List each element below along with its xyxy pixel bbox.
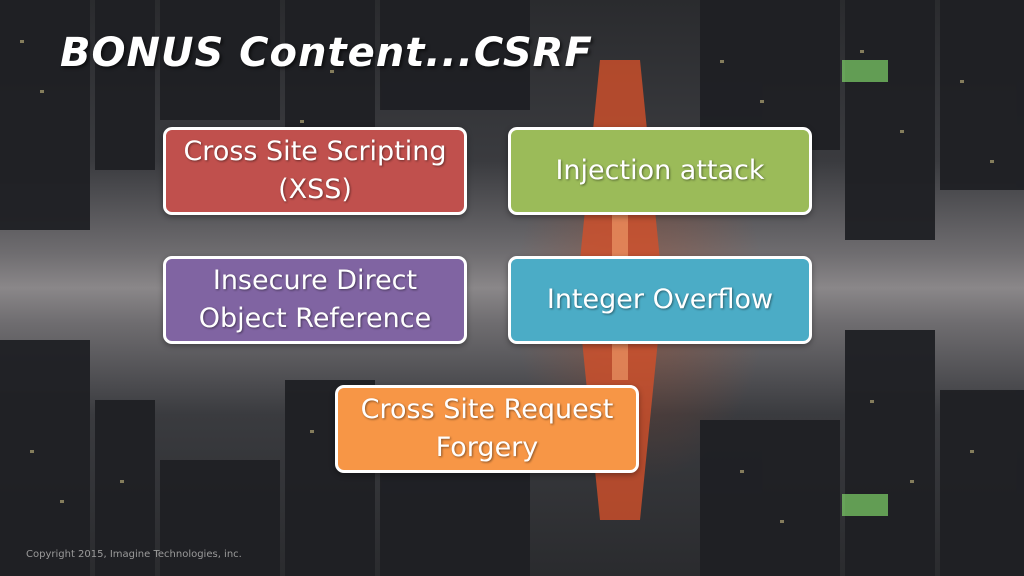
box-label: Cross Site Scripting (XSS)	[183, 136, 447, 205]
box-label: Cross Site Request Forgery	[360, 394, 614, 463]
box-cross-site-request-forgery: Cross Site Request Forgery	[335, 385, 639, 473]
slide-title: BONUS Content...CSRF	[60, 30, 593, 76]
box-label: Insecure Direct Object Reference	[198, 265, 432, 334]
box-integer-overflow: Integer Overflow	[508, 256, 812, 344]
box-label: Integer Overflow	[546, 284, 774, 316]
copyright-notice: Copyright 2015, Imagine Technologies, in…	[26, 549, 242, 560]
box-insecure-direct-object-reference: Insecure Direct Object Reference	[163, 256, 467, 344]
box-injection-attack: Injection attack	[508, 127, 812, 215]
box-cross-site-scripting: Cross Site Scripting (XSS)	[163, 127, 467, 215]
box-label: Injection attack	[555, 155, 765, 187]
